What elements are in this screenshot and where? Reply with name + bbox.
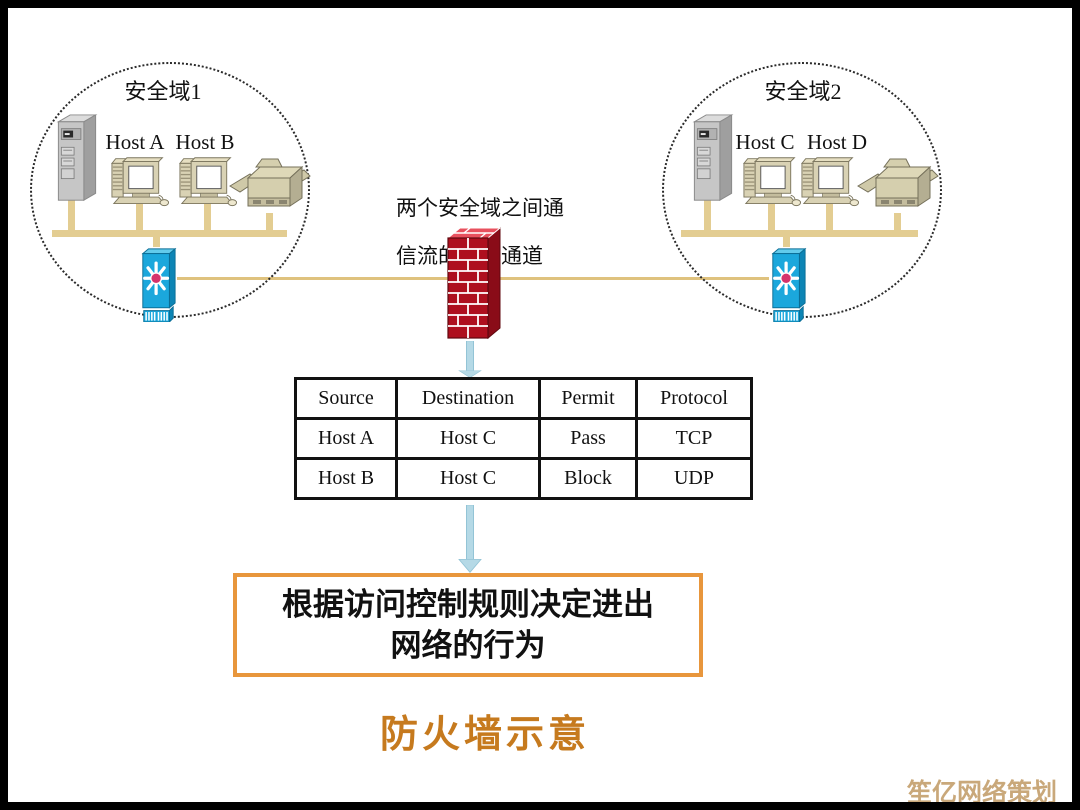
- acl-header-destination: Destination: [395, 377, 541, 420]
- acl-cell-destination: Host C: [395, 417, 541, 460]
- acl-cell-protocol: TCP: [635, 417, 753, 460]
- acl-cell-protocol: UDP: [635, 457, 753, 500]
- rule-box-line2: 网络的行为: [390, 628, 546, 663]
- acl-cell-permit: Block: [538, 457, 638, 500]
- firewall-to-table-arrow-icon: [455, 341, 485, 378]
- acl-cell-source: Host B: [294, 457, 398, 500]
- rule-box: 根据访问控制规则决定进出 网络的行为: [233, 573, 703, 677]
- server1-icon: [52, 112, 102, 210]
- switch1-icon: [139, 246, 177, 322]
- acl-header-source: Source: [294, 377, 398, 420]
- host-b-label: Host B: [175, 130, 235, 154]
- table-to-rule-arrow-icon: [455, 505, 485, 573]
- printer2-icon: [856, 156, 940, 218]
- channel-note-line1: 两个安全域之间通: [396, 196, 564, 220]
- acl-table: Source Destination Permit Protocol Host …: [294, 377, 753, 500]
- switch2-icon: [769, 246, 807, 322]
- host-a-computer-icon: [110, 154, 170, 212]
- rule-box-line1: 根据访问控制规则决定进出: [282, 587, 654, 622]
- security-domain2-label: 安全域2: [764, 79, 842, 104]
- watermark: 笙亿网络策划: [906, 779, 1057, 807]
- host-d-label: Host D: [806, 130, 868, 154]
- acl-rule-row: Host B Host C Block UDP: [294, 457, 753, 500]
- acl-header-row: Source Destination Permit Protocol: [294, 377, 753, 420]
- acl-header-permit: Permit: [538, 377, 638, 420]
- acl-cell-destination: Host C: [395, 457, 541, 500]
- slide-title: 防火墙示意: [379, 714, 590, 756]
- host-c-computer-icon: [742, 154, 802, 212]
- acl-cell-permit: Pass: [538, 417, 638, 460]
- security-domain1-label: 安全域1: [124, 79, 202, 104]
- host-c-label: Host C: [735, 130, 795, 154]
- acl-rule-row: Host A Host C Pass TCP: [294, 417, 753, 460]
- printer1-icon: [228, 156, 312, 218]
- server2-icon: [688, 112, 738, 210]
- acl-header-protocol: Protocol: [635, 377, 753, 420]
- acl-cell-source: Host A: [294, 417, 398, 460]
- host-a-label: Host A: [105, 130, 165, 154]
- host-d-computer-icon: [800, 154, 860, 212]
- firewall-icon: [446, 222, 502, 342]
